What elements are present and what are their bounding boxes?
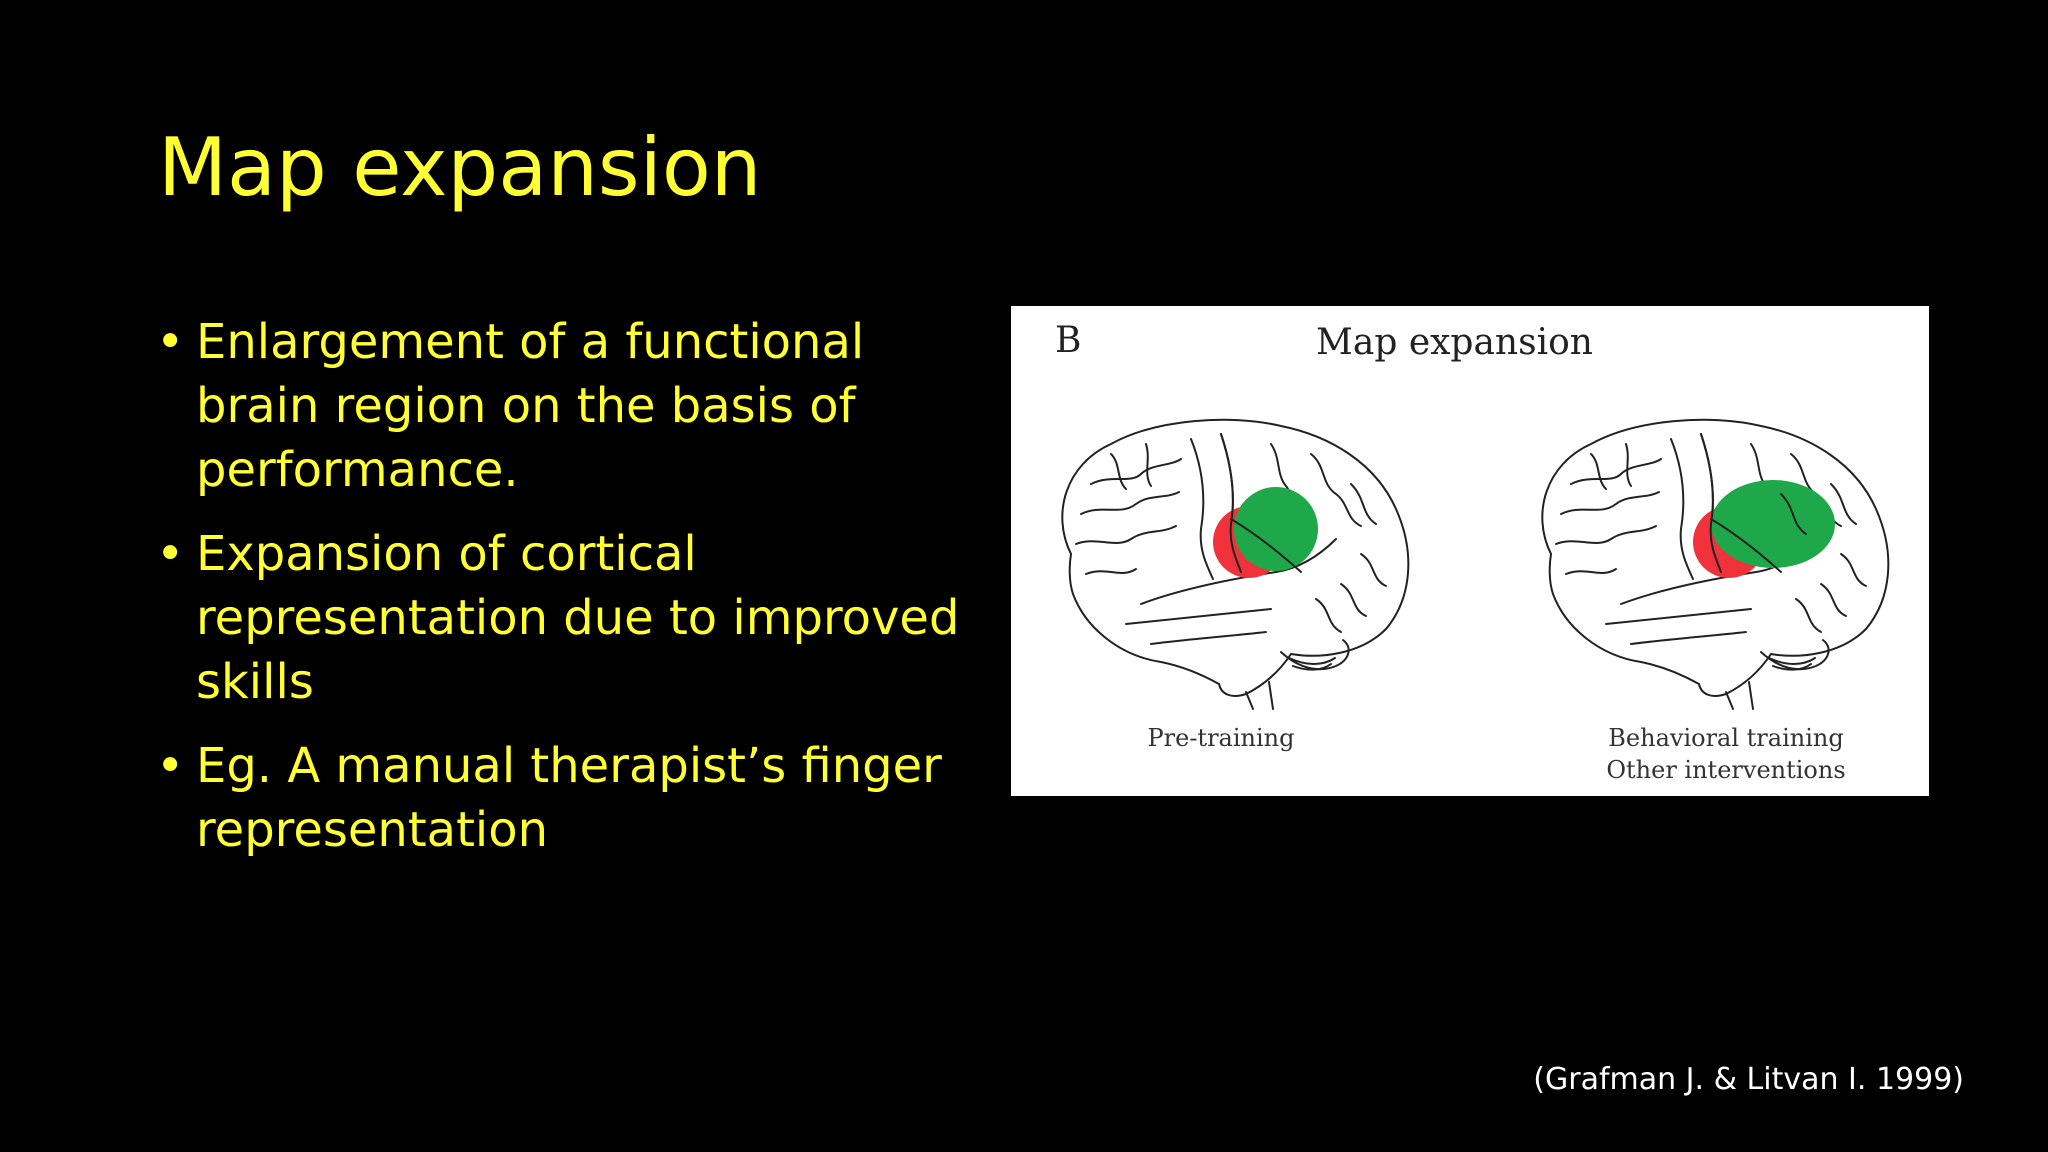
brain-post-training-illustration [1541, 418, 1890, 710]
caption-pre-training: Pre-training [1147, 724, 1295, 752]
bullet-text: Expansion of cortical representation due… [196, 526, 960, 710]
bullet-list: • Enlargement of a functional brain regi… [150, 310, 980, 882]
figure-title: Map expansion [1316, 322, 1593, 363]
caption-line: Behavioral training [1608, 724, 1844, 752]
bullet-item: • Eg. A manual therapist’s finger repres… [150, 734, 980, 862]
bullet-item: • Expansion of cortical representation d… [150, 522, 980, 714]
caption-line: Other interventions [1606, 756, 1846, 784]
slide-title: Map expansion [158, 121, 762, 214]
brain-pre-training-illustration [1061, 418, 1410, 710]
bullet-text: Eg. A manual therapist’s finger represen… [196, 738, 942, 858]
citation: (Grafman J. & Litvan I. 1999) [1533, 1062, 1964, 1097]
figure-panel-label: B [1055, 320, 1082, 361]
bullet-marker: • [156, 526, 185, 582]
caption-post-training: Behavioral training Other interventions [1571, 722, 1881, 786]
bullet-marker: • [156, 738, 185, 794]
bullet-text: Enlargement of a functional brain region… [196, 314, 865, 498]
map-expansion-figure: B Map expansion [1011, 306, 1929, 796]
bullet-item: • Enlargement of a functional brain regi… [150, 310, 980, 502]
bullet-marker: • [156, 314, 185, 370]
